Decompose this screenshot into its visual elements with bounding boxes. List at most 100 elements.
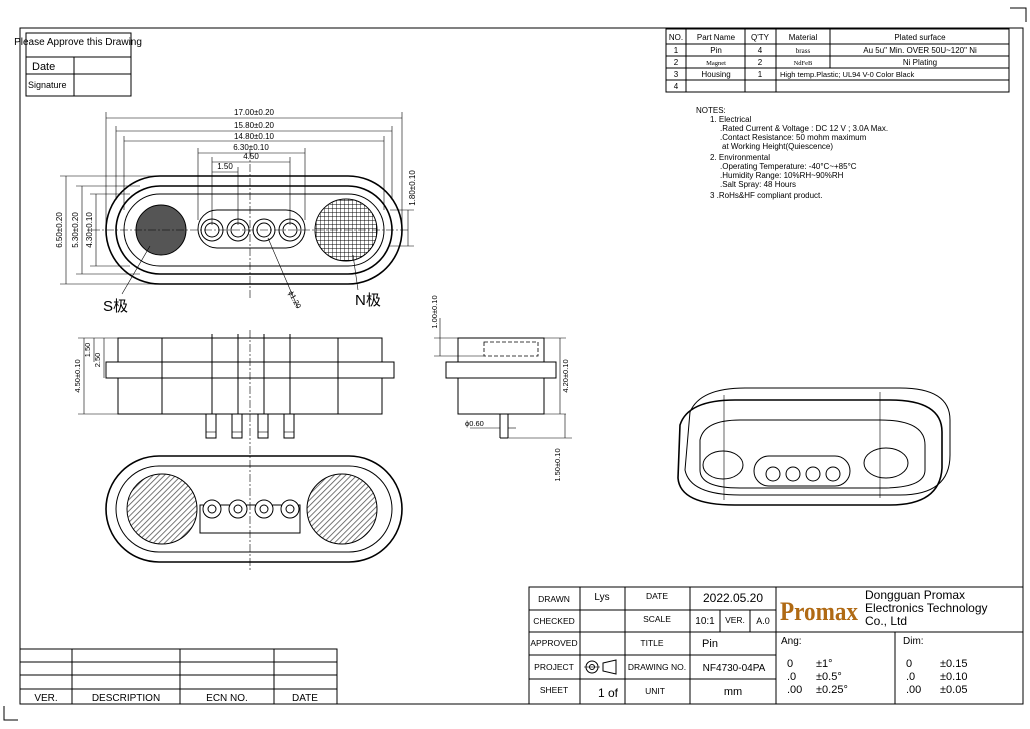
dim-r1: 1.80±0.10 [408,170,417,206]
bom-header-plating: Plated surface [894,33,946,42]
ang-row-2-val: ±0.5° [816,671,842,683]
note-line-5: 2. Environmental [710,153,770,162]
bom-row-3-no: 3 [674,70,679,79]
note-line-7: .Humidity Range: 10%RH~90%RH [720,171,844,180]
approval-signature-label: Signature [28,80,67,90]
notes: NOTES: 1. Electrical .Rated Current & Vo… [696,106,888,200]
drawn-value: Lys [594,592,609,603]
ang-row-1-val: ±1° [816,658,833,670]
date-label: DATE [646,591,668,601]
dim-row-3-key: .00 [906,684,921,696]
ver-value: A.0 [756,616,770,626]
title-block [528,586,1024,705]
note-line-1: 1. Electrical [710,115,752,124]
dim-w17: 17.00±0.20 [234,108,275,117]
sheet-label: SHEET [540,685,568,695]
dim-phi1: ϕ1.20 [286,289,303,310]
dim-h5: 5.30±0.20 [71,212,80,248]
end-view [434,318,572,439]
bom-row-2-name: Magnet [706,60,726,67]
bottom-n-magnet [306,473,378,545]
top-view-dims [60,112,414,285]
rev-header-date: DATE [292,693,318,704]
ver-label: VER. [725,615,745,625]
bom-row-1-qty: 4 [758,46,763,55]
scale-value: 10:1 [695,616,715,627]
bom-header-part-name: Part Name [697,33,736,42]
dim-row-3-val: ±0.05 [940,684,967,696]
dim-row-1-val: ±0.15 [940,658,967,670]
company-line-1: Dongguan Promax [865,588,965,602]
sheet-value: 1 of [598,686,619,700]
bom-row-2-qty: 2 [758,58,763,67]
dim-h4: 4.30±0.10 [85,212,94,248]
dim-w15: 15.80±0.20 [234,121,275,130]
bottom-s-magnet [126,473,198,545]
unit-label: UNIT [645,686,665,696]
bom-row-1-plating: Au 5u" Min. OVER 50U~120" Ni [863,46,977,55]
note-line-4: at Working Height(Quiescence) [722,142,833,151]
drawing-no-value: NF4730-04PA [703,663,766,674]
checked-label: CHECKED [533,616,575,626]
bom-row-3-qty: 1 [758,70,763,79]
approved-label: APPROVED [530,638,577,648]
ang-row-1-key: 0 [787,658,793,670]
bom-row-3-name: Housing [701,70,730,79]
note-line-8: .Salt Spray: 48 Hours [720,180,796,189]
ang-label: Ang: [781,636,802,647]
dim-label: Dim: [903,636,924,647]
notes-title: NOTES: [696,106,726,115]
approval-date-label: Date [32,61,55,73]
corner-mark-top-right [1010,7,1027,22]
date-value: 2022.05.20 [703,591,763,605]
drawn-label: DRAWN [538,594,570,604]
bom-row-1-no: 1 [674,46,679,55]
approval-box: Please Approve this Drawing Date Signatu… [14,32,142,97]
n-pole-label: N极 [355,292,381,309]
isometric-view [677,387,951,506]
bom-row-2-material: NdFeB [794,60,813,67]
corner-mark-bottom-left [3,706,18,721]
scale-label: SCALE [643,614,671,624]
dim-h6: 6.50±0.20 [55,212,64,248]
bom-header-qty: Q'TY [751,33,770,42]
bom-header-material: Material [789,33,818,42]
bottom-view [105,446,403,570]
title-label: TITLE [640,638,663,648]
side-view [78,330,395,444]
dim-w6: 6.30±0.10 [233,143,269,152]
dim-end-h15: 1.50±0.10 [553,448,562,481]
revision-table [19,648,338,705]
sheet-border [19,27,1024,705]
rev-header-description: DESCRIPTION [92,693,160,704]
ang-row-2-key: .0 [787,671,796,683]
company-line-3: Co., Ltd [865,614,907,628]
dim-w14: 14.80±0.10 [234,132,275,141]
dim-end-h42: 4.20±0.10 [561,359,570,392]
drawing-no-label: DRAWING NO. [628,662,686,672]
note-line-9: 3 .RoHs&HF compliant product. [710,191,823,200]
dim-phi06: ϕ0.60 [465,419,484,428]
bom-row-1-material: brass [796,47,811,55]
company-logo: Promax [780,597,858,626]
dim-w1: 1.50 [217,162,233,171]
dim-row-2-val: ±0.10 [940,671,967,683]
dim-row-2-key: .0 [906,671,915,683]
top-view [92,150,410,309]
unit-value: mm [724,686,742,698]
dim-end-h1: 1.00±0.10 [430,295,439,328]
bom-row-3-material: High temp.Plastic; UL94 V-0 Color Black [780,70,914,79]
ang-row-3-val: ±0.25° [816,684,848,696]
dim-side-h25: 2.50 [93,353,102,368]
bom-row-4-no: 4 [674,82,679,91]
project-label: PROJECT [534,662,574,672]
bom-row-1-name: Pin [710,46,722,55]
rev-header-ecn: ECN NO. [206,693,248,704]
bom-table: NO. Part Name Q'TY Material Plated surfa… [665,28,1010,93]
s-pole-label: S极 [103,298,128,315]
approval-title: Please Approve this Drawing [14,37,142,48]
dim-side-h15: 1.50 [83,343,92,358]
projection-symbol-icon [584,659,617,675]
bom-header-no: NO. [669,33,683,42]
